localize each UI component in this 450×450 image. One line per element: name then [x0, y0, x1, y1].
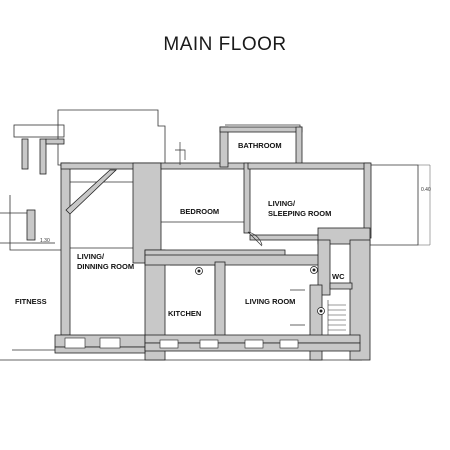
room-label-living-room: LIVING ROOM — [245, 297, 296, 306]
doors — [175, 142, 263, 247]
dimension-right: 0.40 — [421, 187, 431, 193]
room-label-wc: WC — [332, 272, 345, 281]
room-label-living-sleeping-2: SLEEPING ROOM — [268, 209, 332, 218]
room-label-living-dinning-2: DINNING ROOM — [77, 262, 135, 271]
room-label-fitness: FITNESS — [15, 297, 47, 306]
window-openings — [64, 337, 299, 349]
floor-title: MAIN FLOOR — [163, 34, 287, 55]
stair-treads — [327, 300, 346, 335]
fixture-dots — [197, 268, 323, 313]
room-label-living-dinning-1: LIVING/ — [77, 252, 105, 261]
walls — [21, 126, 372, 361]
dimension-left: 1.30 — [40, 238, 50, 244]
room-label-kitchen: KITCHEN — [168, 309, 202, 318]
room-label-bathroom: BATHROOM — [238, 141, 282, 150]
room-label-living-sleeping-1: LIVING/ — [268, 199, 296, 208]
room-label-bedroom: BEDROOM — [180, 207, 220, 216]
dimension-lines — [32, 164, 431, 246]
